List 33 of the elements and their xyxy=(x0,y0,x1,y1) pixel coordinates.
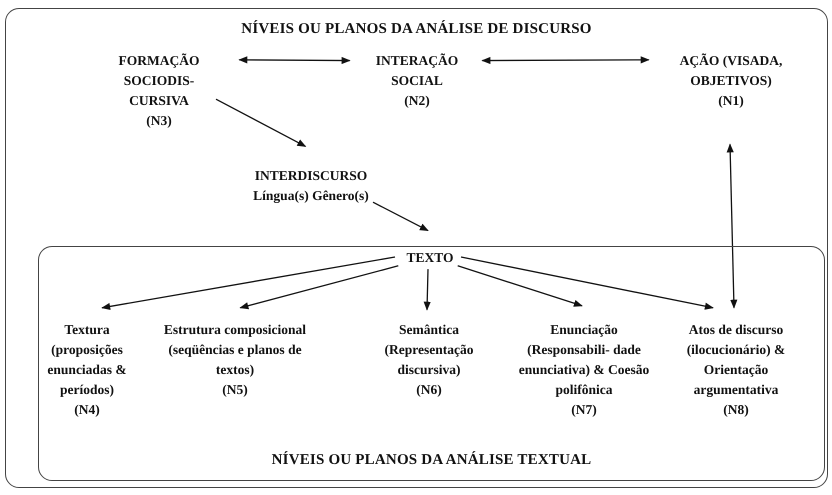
level-code: (N5) xyxy=(222,381,248,399)
level-label: TEXTO xyxy=(406,249,454,267)
arrow xyxy=(481,56,650,64)
arrow xyxy=(726,143,738,309)
level-code: (N4) xyxy=(74,401,100,419)
arrow xyxy=(238,56,351,64)
level-label: INTERDISCURSO xyxy=(254,167,368,185)
level-code: (N1) xyxy=(718,92,744,110)
section-title: NÍVEIS OU PLANOS DA ANÁLISE TEXTUAL xyxy=(270,450,592,470)
level-code: (N2) xyxy=(404,92,430,110)
section-title: NÍVEIS OU PLANOS DA ANÁLISE DE DISCURSO xyxy=(240,19,593,39)
level-label: FORMAÇÃO SOCIODIS- CURSIVA xyxy=(118,52,200,110)
arrow xyxy=(424,269,431,311)
level-code: (N7) xyxy=(571,401,597,419)
level-label: INTERAÇÃO SOCIAL xyxy=(374,52,460,90)
level-code: (N8) xyxy=(723,401,749,419)
arrow xyxy=(101,256,396,310)
level-label: Textura (proposições enunciadas & períodos) xyxy=(46,321,128,399)
arrow xyxy=(372,202,429,232)
level-label: Semântica (Representação discursiva) xyxy=(384,321,474,379)
arrow xyxy=(458,265,583,307)
level-label: Atos de discurso (ilocucionário) & Orientação argumentativa xyxy=(686,321,786,399)
arrow xyxy=(216,98,306,147)
level-label: AÇÃO (VISADA, OBJETIVOS) xyxy=(678,52,784,90)
inner-frame xyxy=(38,246,825,481)
level-subtitle: Língua(s) Gênero(s) xyxy=(253,187,369,205)
level-code: (N3) xyxy=(146,112,172,130)
arrow xyxy=(460,256,714,310)
arrow xyxy=(239,265,398,310)
level-label: Estrutura composicional (seqüências e planos de textos) xyxy=(162,321,308,379)
level-code: (N6) xyxy=(416,381,442,399)
outer-frame xyxy=(5,8,828,488)
level-label: Enunciação (Responsabili- dade enunciativa) & Coesão polifônica xyxy=(518,321,650,399)
